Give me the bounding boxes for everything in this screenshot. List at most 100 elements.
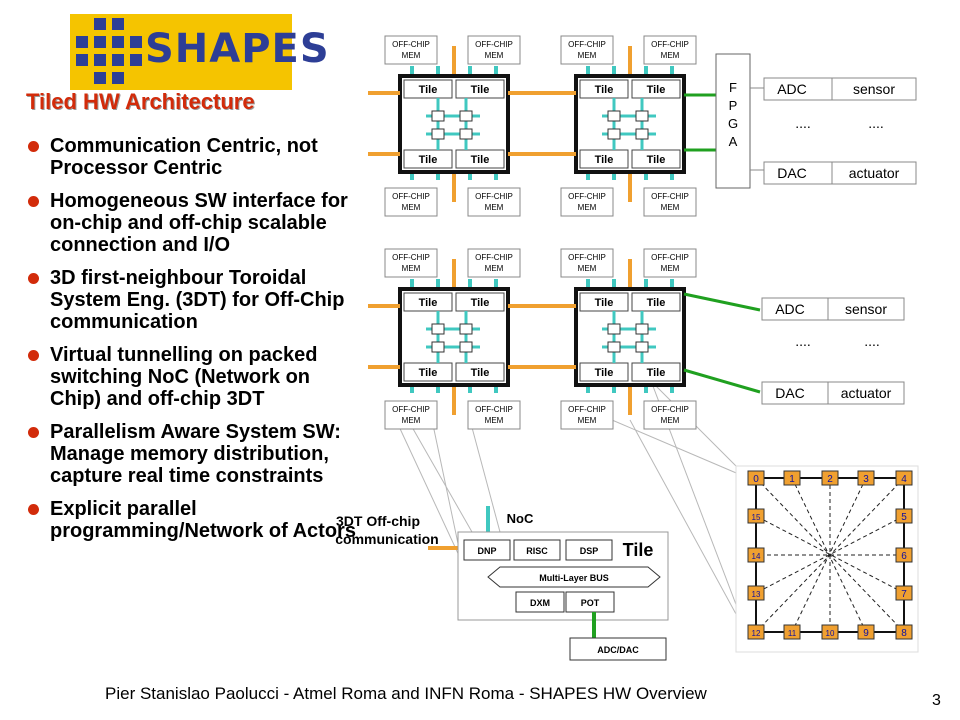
ring-node (747, 547, 765, 563)
offchip-mem-box (384, 248, 438, 278)
mem-label: OFF-CHIP (392, 192, 430, 201)
fpga-letter: F (729, 80, 737, 95)
tile-block-label: POT (581, 598, 600, 608)
ring-node (895, 624, 913, 640)
switch-box (459, 341, 473, 353)
switch-box (431, 341, 445, 353)
actuator-box (827, 381, 905, 405)
switch-box (607, 110, 621, 122)
adc-box-label: ADC (775, 301, 805, 317)
green-link (683, 292, 761, 312)
multilayer-bus (487, 566, 661, 588)
ring-node (747, 624, 765, 640)
mem-label: MEM (402, 264, 421, 273)
tile-label: Tile (595, 154, 614, 166)
projection-line (407, 419, 473, 533)
ring-node-label: 11 (788, 629, 797, 638)
mem-label: MEM (578, 51, 597, 60)
switch-box (459, 323, 473, 335)
ring-node (857, 470, 875, 486)
ring-node (747, 470, 765, 486)
dac-box-label: DAC (777, 165, 807, 181)
switch-box (607, 323, 621, 335)
bullet-item: Parallelism Aware System SW: Manage memo… (28, 421, 358, 487)
mem-label: OFF-CHIP (568, 253, 606, 262)
mem-label: OFF-CHIP (475, 405, 513, 414)
slide-title: Tiled HW Architecture (26, 89, 255, 114)
actuator-box-label: actuator (841, 385, 892, 401)
offchip-mem-box (643, 400, 697, 430)
ring-node-label: 12 (752, 629, 761, 638)
mem-label: OFF-CHIP (568, 192, 606, 201)
actuator-box-label: actuator (849, 165, 900, 181)
tile-block-dnp (463, 539, 511, 561)
offchip-mem-box (384, 400, 438, 430)
offchip-mem-box (560, 400, 614, 430)
switch-box (431, 323, 445, 335)
mem-label: OFF-CHIP (475, 253, 513, 262)
tile-label: Tile (595, 367, 614, 379)
tile-box (403, 79, 453, 99)
projection-line (469, 419, 501, 533)
mem-label: MEM (578, 416, 597, 425)
tile-box (631, 79, 681, 99)
tile-label: Tile (647, 154, 666, 166)
tile-box (455, 79, 505, 99)
sensor-box-label: sensor (845, 301, 887, 317)
mem-label: MEM (402, 203, 421, 212)
mem-label: OFF-CHIP (475, 40, 513, 49)
adc-dac-label: ADC/DAC (597, 645, 639, 655)
projection-line (629, 419, 749, 637)
ring-node-label: 9 (863, 628, 869, 639)
mem-label: MEM (578, 203, 597, 212)
mem-label: OFF-CHIP (475, 192, 513, 201)
switch-box (635, 110, 649, 122)
offchip-mem-box (643, 35, 697, 65)
ring-node (747, 508, 765, 524)
tile-box (631, 362, 681, 382)
fpga-box (715, 53, 751, 189)
mem-label: MEM (485, 264, 504, 273)
ring-node (747, 585, 765, 601)
ring-node (895, 470, 913, 486)
tile-block-pot (565, 591, 615, 613)
ellipsis-dots: .... (864, 333, 880, 349)
bullet-item: 3D first-neighbour Toroidal System Eng. … (28, 267, 358, 333)
mem-label: MEM (485, 203, 504, 212)
ring-node (821, 470, 839, 486)
mem-label: MEM (402, 51, 421, 60)
fpga-letter: G (728, 116, 738, 131)
tile-box (403, 292, 453, 312)
ring-node (895, 585, 913, 601)
projection-line (611, 419, 749, 479)
tile-box (579, 79, 629, 99)
offchip-mem-box (560, 248, 614, 278)
tile-box (403, 149, 453, 169)
adc-box-label: ADC (777, 81, 807, 97)
mem-label: MEM (661, 203, 680, 212)
mem-label: MEM (661, 51, 680, 60)
ring-node-label: 14 (752, 552, 761, 561)
tile-box (579, 362, 629, 382)
ring-node-label: 3 (863, 474, 869, 485)
adc-dac-box (569, 637, 667, 661)
logo-text: SHAPES (145, 26, 330, 72)
mem-label: MEM (485, 51, 504, 60)
tile-box (455, 149, 505, 169)
ring-node-label: 5 (901, 512, 907, 523)
offchip-mem-box (560, 187, 614, 217)
green-link (683, 368, 761, 394)
tile-block-dsp (565, 539, 613, 561)
bullet-item: Communication Centric, not Processor Cen… (28, 135, 358, 179)
offchip-label: 3DT Off-chip (336, 513, 420, 529)
mem-label: OFF-CHIP (568, 405, 606, 414)
tile-label: Tile (419, 84, 438, 96)
tile-label: Tile (595, 297, 614, 309)
tile-block-label: DXM (530, 598, 550, 608)
tile-box (455, 292, 505, 312)
ring-node (895, 547, 913, 563)
tile-label: Tile (419, 367, 438, 379)
offchip-mem-box (467, 248, 521, 278)
bullet-list: Communication Centric, not Processor Cen… (28, 135, 358, 553)
